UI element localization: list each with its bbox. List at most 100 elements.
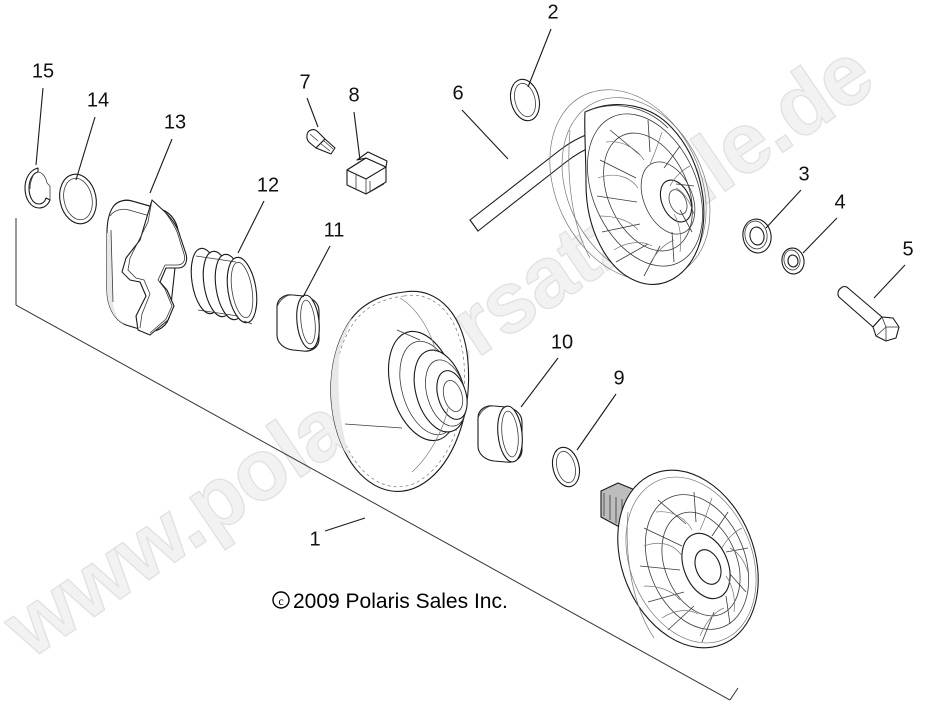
screw7-shank — [315, 138, 336, 155]
sheave-rim-texture — [334, 294, 465, 488]
washer14-outer — [59, 173, 97, 225]
oring9-outer — [551, 446, 581, 488]
sheave-bore-outer — [436, 370, 468, 420]
callout-1[interactable]: 1 — [309, 528, 320, 550]
washer3-bore — [749, 226, 765, 246]
bushing10-top-edge — [477, 405, 496, 419]
screw7-thread-2 — [322, 139, 334, 150]
callout-8-leader — [353, 111, 361, 161]
washer3-chamfer — [744, 220, 768, 250]
oring2-outer — [509, 78, 541, 122]
sheave-face-contour-2 — [411, 407, 449, 473]
lower-clutch-assembly — [600, 469, 759, 649]
upper-clutch-ring-1 — [587, 113, 703, 267]
callout-7[interactable]: 7 — [299, 71, 310, 93]
callout-14[interactable]: 14 — [87, 89, 109, 111]
sheave-taper-top — [396, 329, 421, 341]
part-14-thrust-washer — [59, 173, 97, 225]
bushing10-bore — [501, 410, 519, 458]
spring-top-connector — [195, 255, 237, 263]
upper-clutch-rear-silhouette — [568, 129, 591, 259]
screw7-thread-1 — [319, 142, 331, 152]
sheave-taper-bottom — [344, 423, 403, 429]
spring-bottom-connector — [197, 309, 239, 317]
callout-9[interactable]: 9 — [613, 367, 624, 389]
sheave-bore-inner — [442, 380, 464, 412]
clip-tang — [46, 182, 51, 200]
callout-15[interactable]: 15 — [32, 60, 54, 82]
callout-number-labels: 15 14 13 12 11 7 8 6 2 3 4 5 10 9 1 — [32, 1, 914, 550]
shoe-arm-tip — [149, 319, 169, 336]
part-13-clutch-weight-shoe — [106, 199, 188, 336]
oring2-inner — [514, 82, 536, 118]
frame-corner-tick — [729, 687, 739, 701]
bushing11-top-edge — [276, 294, 295, 308]
upper-clutch-hub-bore-inner — [668, 189, 688, 215]
bracket8-upper-tab — [356, 151, 388, 168]
callout-15-leader — [35, 87, 44, 166]
callout-5-leader — [873, 264, 906, 299]
part-12-coil-spring — [190, 247, 258, 325]
lower-clutch-hub-bore — [694, 549, 722, 585]
clip-inner — [37, 171, 48, 184]
lower-clutch-spokes — [639, 491, 749, 643]
reference-frame — [15, 218, 739, 701]
part-9-o-ring-lower — [551, 446, 581, 488]
upper-clutch-vanes — [597, 131, 695, 269]
copyright-circle — [272, 591, 290, 609]
sheave-face-contour — [399, 297, 437, 353]
callout-9-leader — [576, 393, 617, 451]
callout-11[interactable]: 11 — [324, 219, 345, 241]
bushing11-bore — [300, 299, 316, 345]
copyright-text: 2009 Polaris Sales Inc. — [293, 590, 508, 613]
copyright-block: c 2009 Polaris Sales Inc. — [272, 590, 508, 613]
shoe-edge-line — [110, 229, 114, 303]
part-5-hex-bolt — [837, 285, 900, 342]
callout-3[interactable]: 3 — [798, 163, 809, 185]
bolt5-shank — [837, 285, 883, 328]
part-1-driven-clutch-sheave — [330, 290, 470, 492]
clip-outline — [24, 167, 51, 209]
callout-6-leader — [461, 109, 509, 160]
oring9-inner — [556, 450, 576, 484]
callout-11-leader — [302, 245, 331, 298]
washer4-chamfer — [783, 249, 801, 271]
part-4-washer-small — [781, 247, 805, 275]
callout-10[interactable]: 10 — [551, 331, 573, 353]
callout-6[interactable]: 6 — [452, 82, 463, 104]
callout-4[interactable]: 4 — [834, 191, 845, 213]
callout-leader-lines — [35, 28, 906, 532]
callout-7-leader — [306, 97, 319, 128]
part-2-o-ring-upper — [509, 78, 541, 122]
lower-clutch-outer-disc-2 — [625, 476, 757, 644]
spring-tail — [243, 320, 253, 325]
shoe-arm-lower — [149, 264, 173, 334]
upper-clutch-groove-top — [584, 105, 669, 129]
upper-clutch-hub-bore — [659, 179, 693, 223]
callout-12[interactable]: 12 — [257, 174, 279, 196]
bushing11-front-face — [296, 294, 320, 350]
part-11-bushing-mid — [276, 294, 320, 352]
callout-10-leader — [520, 357, 559, 408]
callout-8[interactable]: 8 — [348, 84, 359, 106]
clip-shade-line — [29, 175, 34, 190]
frame-diagonal-main — [15, 304, 731, 701]
shoe-arm-inner-left — [127, 199, 153, 329]
bushing10-front-face — [497, 405, 523, 463]
washer14-inner — [63, 177, 93, 221]
callout-14-leader — [75, 116, 96, 181]
callout-5[interactable]: 5 — [902, 238, 913, 260]
shoe-shade-band — [107, 232, 126, 325]
bolt5-head-edge-3 — [875, 326, 887, 337]
callout-13[interactable]: 13 — [164, 111, 186, 133]
shoe-arm-inner-right — [164, 211, 185, 266]
sheave-edge-shade — [330, 318, 352, 462]
callout-1-leader — [324, 517, 366, 532]
washer4-bore — [787, 254, 799, 268]
part-15-retaining-clip — [24, 167, 51, 209]
part-7-screw-small — [306, 129, 336, 155]
shoe-arm-notch — [121, 271, 131, 281]
callout-2[interactable]: 2 — [547, 1, 558, 23]
